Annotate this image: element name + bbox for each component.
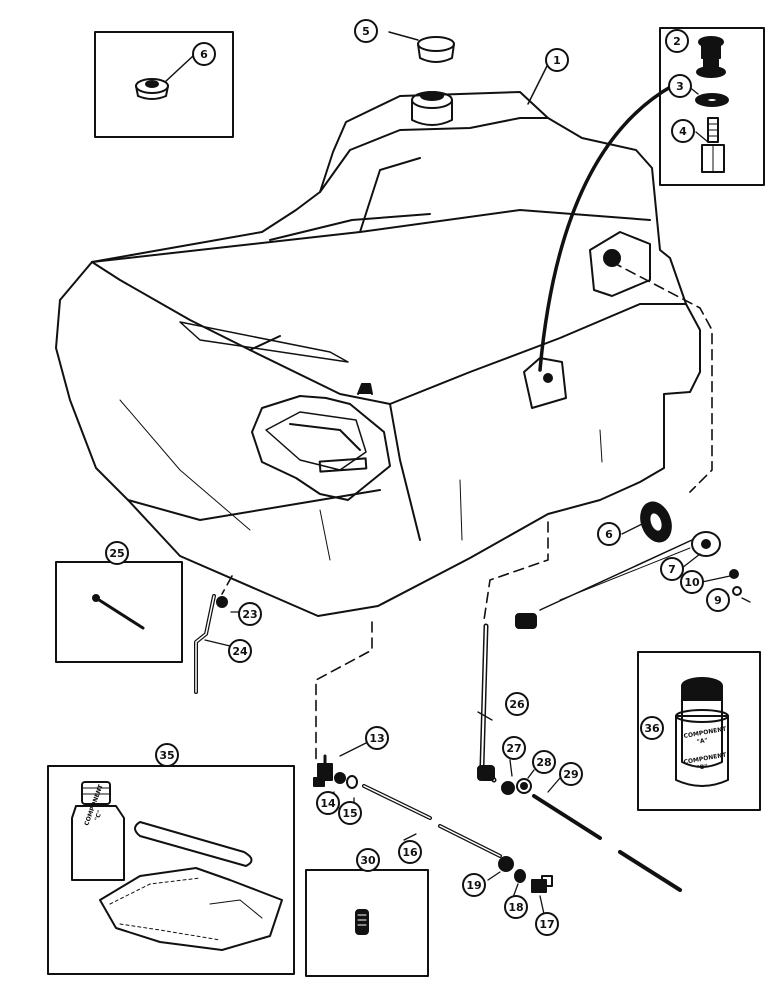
fuel-sender-part bbox=[515, 531, 721, 629]
inset-box-repair-kit bbox=[47, 765, 295, 975]
callout-13: 13 bbox=[365, 726, 389, 750]
vent-tube-part bbox=[194, 594, 216, 694]
callout-30: 30 bbox=[356, 848, 380, 872]
callout-1: 1 bbox=[545, 48, 569, 72]
fuel-line-29-part bbox=[532, 794, 682, 892]
elbow-17-part bbox=[531, 875, 553, 893]
component-c-bottle bbox=[71, 781, 125, 881]
callout-24: 24 bbox=[228, 639, 252, 663]
callout-14: 14 bbox=[316, 791, 340, 815]
callout-17: 17 bbox=[535, 912, 559, 936]
callout-3: 3 bbox=[668, 74, 692, 98]
inset-box-grommet bbox=[94, 31, 234, 138]
callout-29: 29 bbox=[559, 762, 583, 786]
filler-cap-part bbox=[388, 31, 455, 63]
pickup-tube-part bbox=[477, 623, 497, 783]
callout-18: 18 bbox=[504, 895, 528, 919]
grommet-part bbox=[135, 78, 169, 100]
can-a-label-line2: "A" bbox=[696, 737, 708, 746]
sleeve-15-part bbox=[346, 775, 358, 789]
callout-16: 16 bbox=[398, 840, 422, 864]
callout-23: 23 bbox=[238, 602, 262, 626]
callout-15: 15 bbox=[338, 801, 362, 825]
callout-2: 2 bbox=[665, 29, 689, 53]
callout-35: 35 bbox=[155, 743, 179, 767]
inset-box-fittings bbox=[659, 27, 765, 186]
nut-14-part bbox=[334, 772, 346, 784]
spatula-part bbox=[134, 821, 253, 867]
filler-neck bbox=[411, 91, 453, 126]
fitting-27-part bbox=[501, 781, 515, 795]
callout-26: 26 bbox=[505, 692, 529, 716]
callout-4: 4 bbox=[671, 119, 695, 143]
fitting-28-part bbox=[516, 778, 532, 794]
washer-part bbox=[695, 93, 729, 107]
callout-27: 27 bbox=[502, 736, 526, 760]
cloth-part bbox=[99, 867, 283, 951]
bottle-label-line2: "C" bbox=[94, 809, 104, 821]
callout-28: 28 bbox=[532, 750, 556, 774]
fuel-tank-part bbox=[55, 91, 701, 617]
fuel-line-16-part bbox=[362, 784, 502, 858]
callout-25: 25 bbox=[105, 541, 129, 565]
washer-small-part bbox=[729, 569, 739, 579]
callout-6-gasket: 6 bbox=[597, 522, 621, 546]
shutoff-valve-part bbox=[313, 754, 333, 787]
inset-box-clip bbox=[305, 869, 429, 977]
callout-6-inset: 6 bbox=[192, 42, 216, 66]
callout-9: 9 bbox=[706, 588, 730, 612]
nut-19-part bbox=[498, 856, 514, 872]
handle-recess bbox=[251, 395, 391, 501]
gasket-part bbox=[640, 501, 672, 543]
callout-36: 36 bbox=[640, 716, 664, 740]
callout-19: 19 bbox=[462, 873, 486, 897]
adapter-part bbox=[701, 117, 725, 173]
fitting-23-part bbox=[216, 596, 228, 608]
component-cans bbox=[675, 677, 729, 787]
callout-10: 10 bbox=[680, 570, 704, 594]
sleeve-18-part bbox=[514, 869, 526, 883]
bushing-part bbox=[696, 36, 726, 78]
inset-box-clamp bbox=[55, 561, 183, 663]
can-b-label-line2: "B" bbox=[696, 763, 708, 772]
callout-5: 5 bbox=[354, 19, 378, 43]
inset-box-component-cans bbox=[637, 651, 761, 811]
